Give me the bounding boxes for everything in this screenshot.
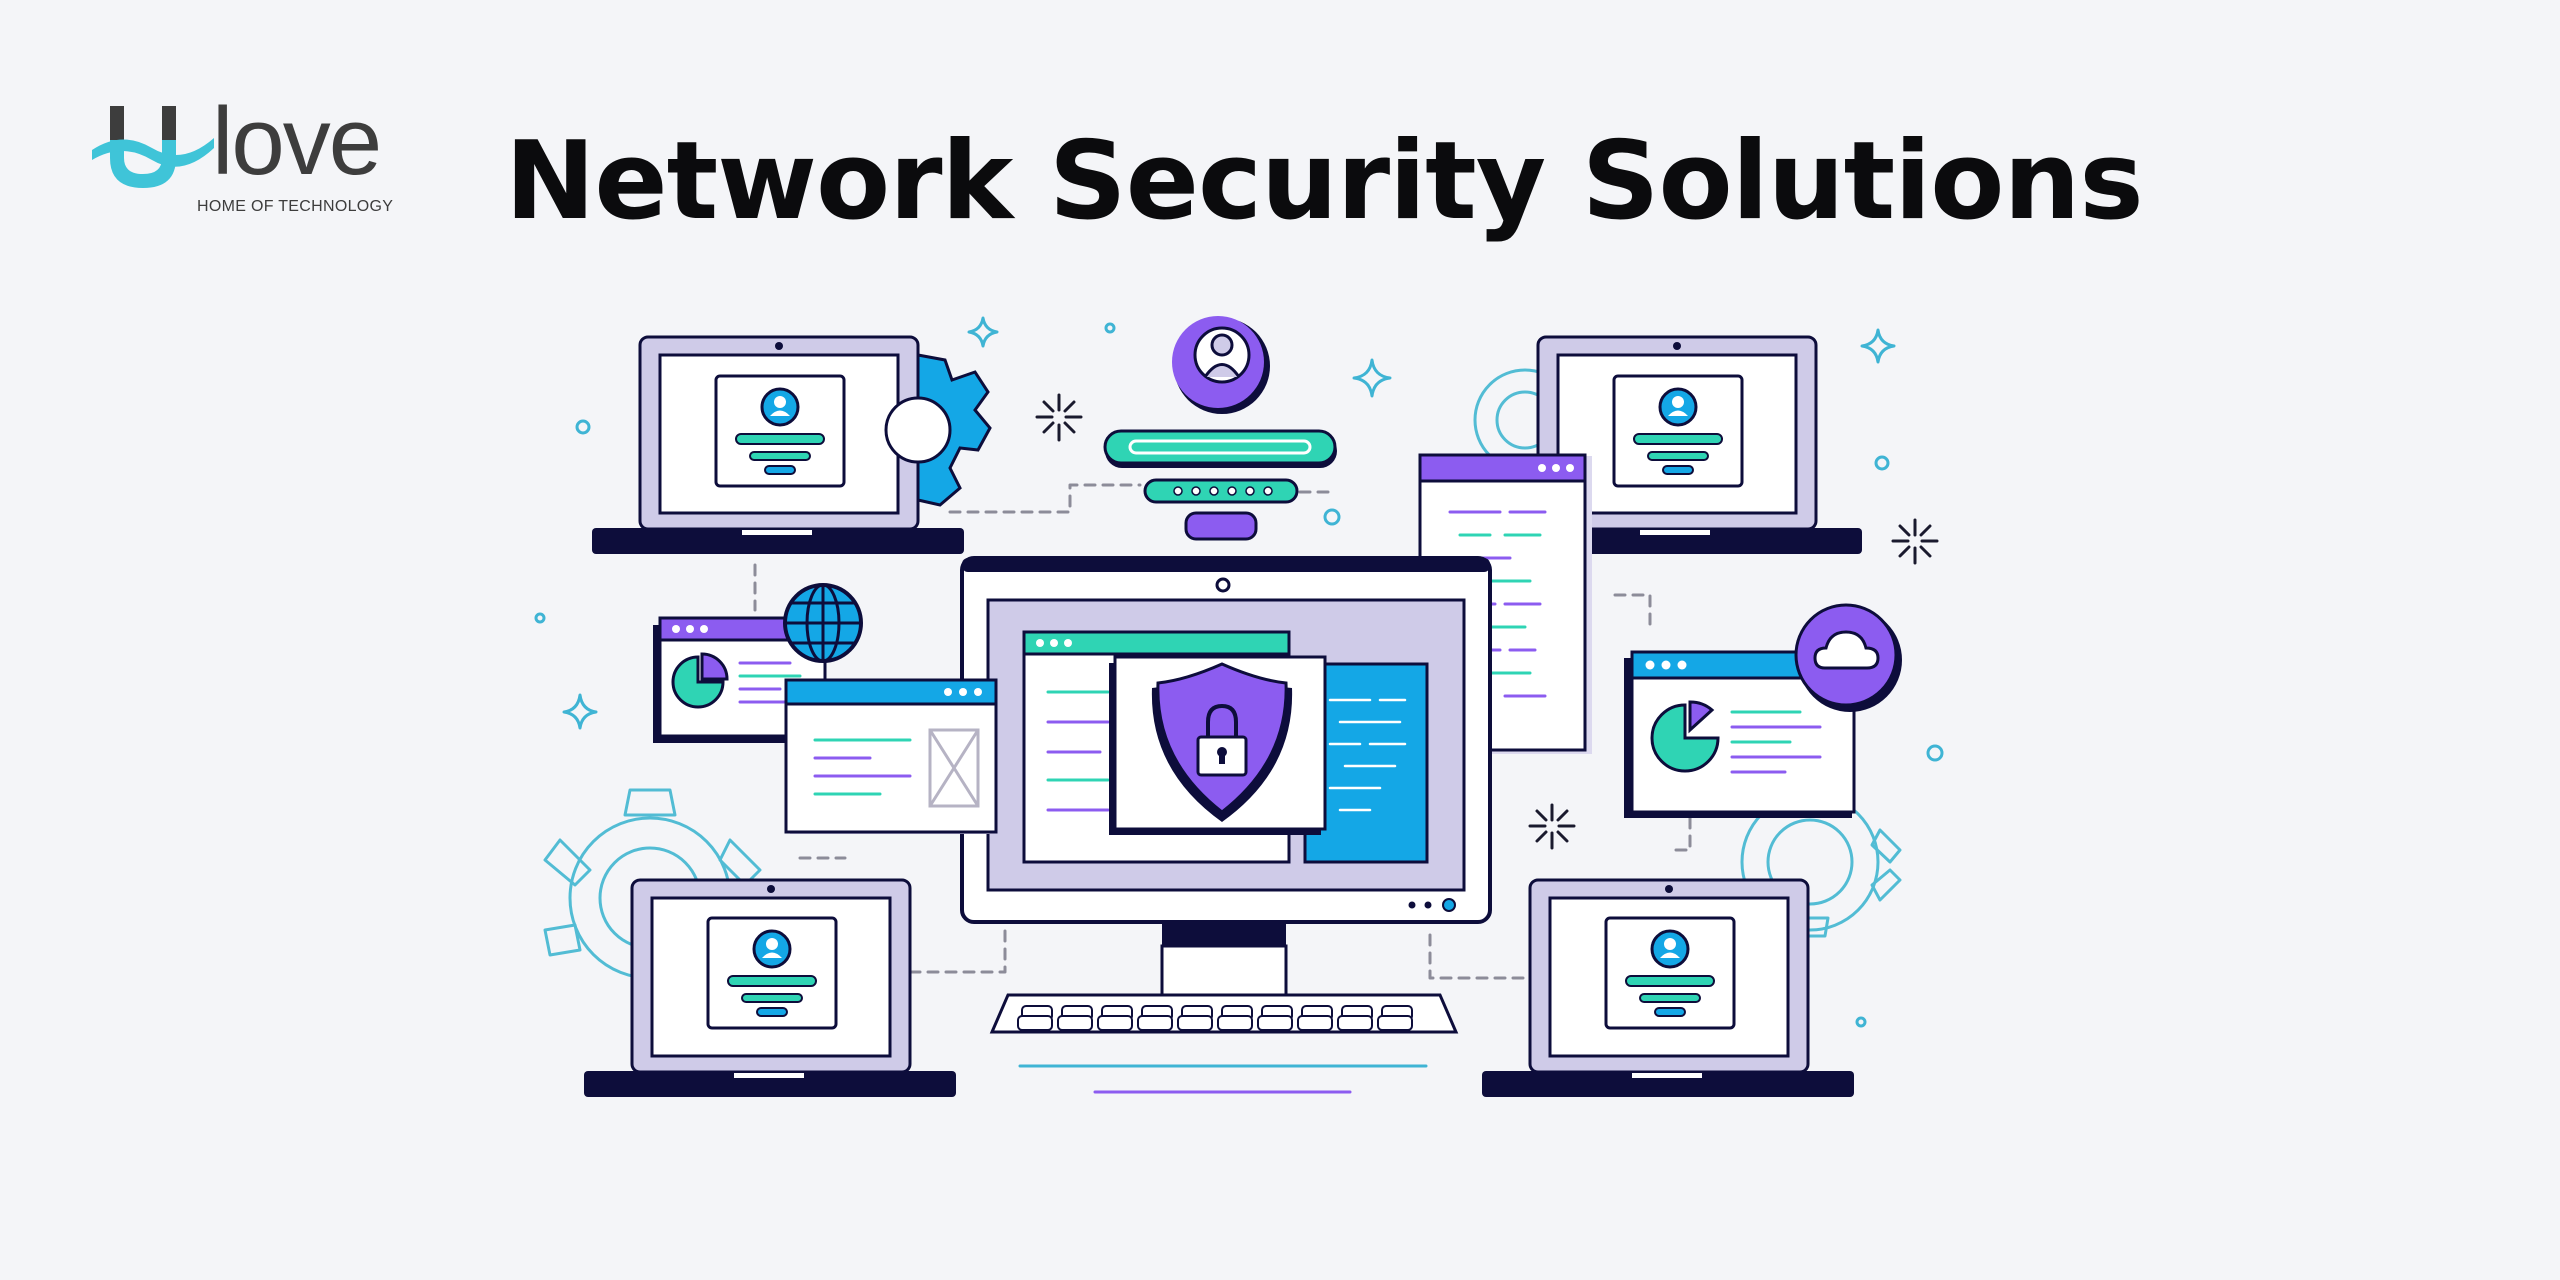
keyboard-icon [989, 993, 1459, 1034]
shield-lock-icon [1109, 655, 1327, 835]
brand-logo[interactable]: love HOME OF TECHNOLOGY [92, 94, 412, 220]
underline-decor [1018, 1064, 1428, 1094]
login-form-icon [1103, 429, 1337, 541]
page-title: Network Security Solutions [505, 119, 2144, 244]
u-wave-icon [92, 106, 214, 188]
user-avatar-icon [1172, 316, 1270, 414]
laptop-icon [592, 335, 964, 554]
cloud-icon [1794, 603, 1902, 712]
image-window-icon [784, 678, 998, 834]
gear-icon [884, 353, 992, 507]
logo-tagline: HOME OF TECHNOLOGY [197, 198, 394, 215]
globe-icon [783, 583, 863, 663]
laptop-icon [1490, 335, 1862, 554]
dot-decor [534, 322, 1944, 1028]
starburst-icon [1035, 393, 1939, 850]
pie-chart-icon [1624, 650, 1856, 818]
sparkle-icon [562, 316, 1896, 730]
laptop-icon [1482, 878, 1854, 1097]
connector-lines [753, 483, 1692, 980]
code-window-icon [1418, 453, 1592, 754]
logo-word: love [212, 88, 382, 195]
laptop-icon [584, 878, 956, 1097]
